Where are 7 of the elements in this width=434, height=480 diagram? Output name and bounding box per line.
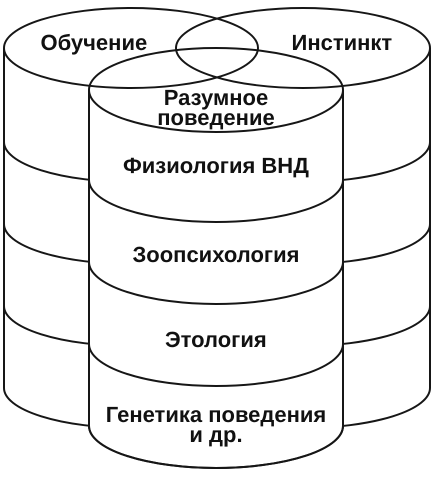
cylinder-label: Обучение (40, 33, 148, 53)
cylinder-label: Разумное поведение (156, 88, 276, 128)
layer-label: Генетика поведения и др. (105, 405, 327, 445)
layer-label: Этология (165, 330, 267, 350)
layer-label: Физиология ВНД (123, 156, 309, 176)
layer-label: Зоопсихология (132, 245, 300, 265)
cylinder-label: Инстинкт (292, 33, 392, 53)
